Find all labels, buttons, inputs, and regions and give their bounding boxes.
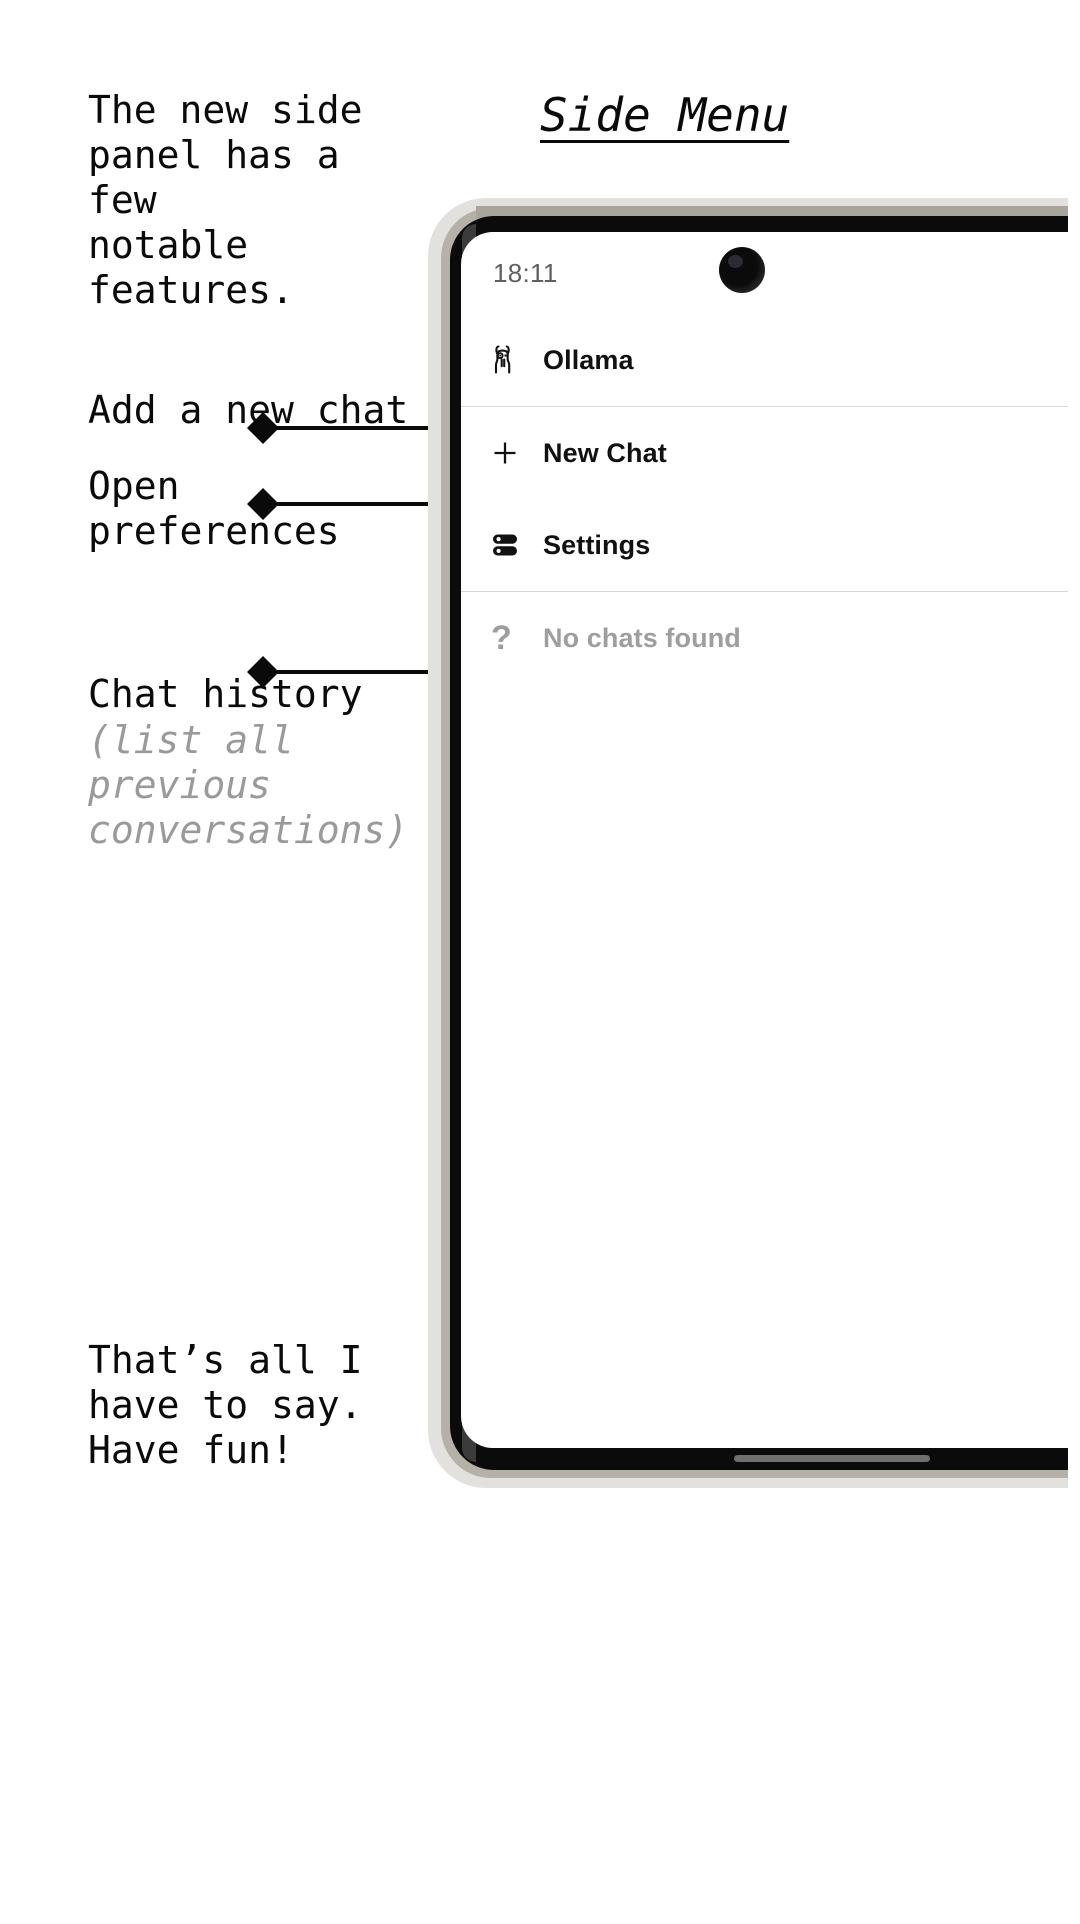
sidebar-item-settings[interactable]: Settings	[461, 499, 1068, 591]
camera-glint	[728, 255, 743, 268]
annotation-chat-history-note: (list all previous conversations)	[88, 718, 409, 852]
page-title: Side Menu	[540, 88, 790, 142]
llama-icon	[491, 342, 543, 378]
status-bar: 18:11	[461, 232, 1068, 314]
status-bar-clock: 18:11	[493, 257, 558, 288]
punch-hole-camera-icon	[719, 247, 765, 293]
annotation-intro: The new side panel has a few notable fea…	[88, 88, 363, 312]
chat-history-empty-state: ? No chats found	[461, 592, 1068, 684]
annotation-chat-history: Chat history	[88, 672, 363, 716]
question-mark-icon: ?	[491, 621, 543, 655]
phone-top-chamfer	[476, 206, 1068, 218]
side-menu-app-name: Ollama	[543, 344, 634, 375]
side-menu-header-section: Ollama	[461, 314, 1068, 407]
chat-history-section: ? No chats found	[461, 592, 1068, 684]
side-menu-app-header: Ollama	[461, 314, 1068, 406]
home-indicator-area	[461, 1428, 1068, 1488]
server-sliders-icon	[491, 531, 543, 559]
phone-screen: 18:11	[461, 232, 1068, 1448]
plus-icon	[491, 439, 543, 467]
chat-history-empty-label: No chats found	[543, 622, 741, 653]
phone-mockup: 18:11	[428, 198, 1068, 1488]
sidebar-item-new-chat-label: New Chat	[543, 437, 667, 468]
annotation-new-chat: Add a new chat	[88, 388, 409, 432]
sidebar-item-new-chat[interactable]: New Chat	[461, 407, 1068, 499]
sidebar-item-settings-label: Settings	[543, 529, 651, 560]
side-menu-actions-section: New Chat Settings	[461, 407, 1068, 592]
annotation-outro: That’s all I have to say. Have fun!	[88, 1338, 363, 1472]
home-indicator[interactable]	[733, 1454, 930, 1462]
annotation-open-preferences: Open preferences	[88, 464, 340, 553]
question-mark-glyph: ?	[491, 619, 512, 657]
